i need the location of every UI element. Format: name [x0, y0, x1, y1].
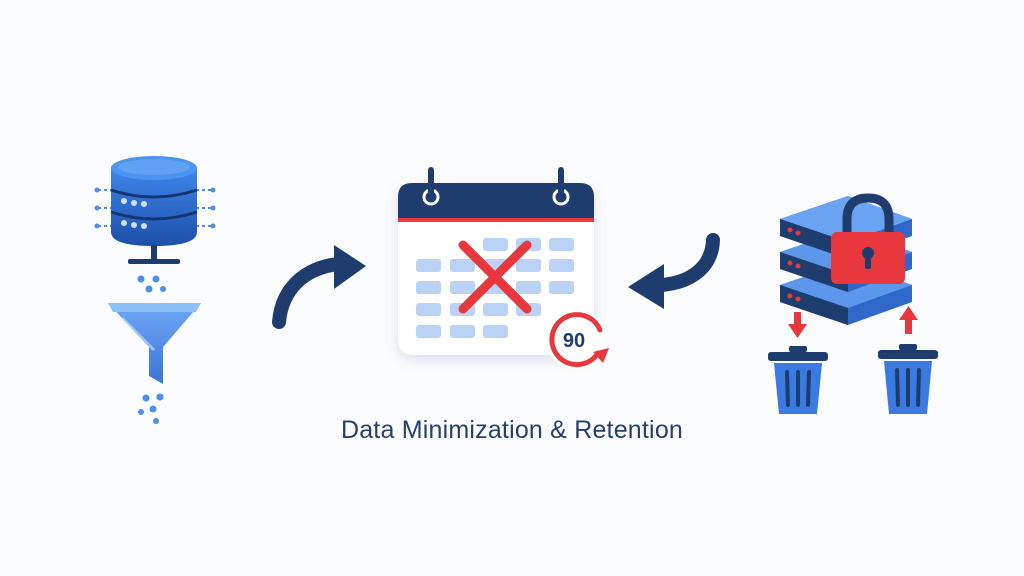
padlock-icon [831, 193, 905, 284]
cross-mark-icon [458, 240, 532, 314]
arrow-up-icon [899, 306, 918, 334]
retention-timer-icon: 90 [546, 309, 609, 369]
database-icon [94, 156, 216, 264]
funnel-icon [108, 303, 201, 384]
particle-dots-top [137, 275, 166, 293]
trash-bin-icon [768, 346, 828, 414]
curved-arrow-right-icon [272, 245, 366, 329]
curved-arrow-left-icon [628, 233, 720, 309]
particle-dots-bottom [138, 393, 164, 424]
arrow-down-icon [788, 312, 807, 338]
diagram-caption: Data Minimization & Retention [340, 416, 684, 444]
calendar-icon [398, 167, 594, 355]
retention-badge-value: 90 [563, 330, 585, 352]
trash-bin-icon [878, 344, 938, 414]
